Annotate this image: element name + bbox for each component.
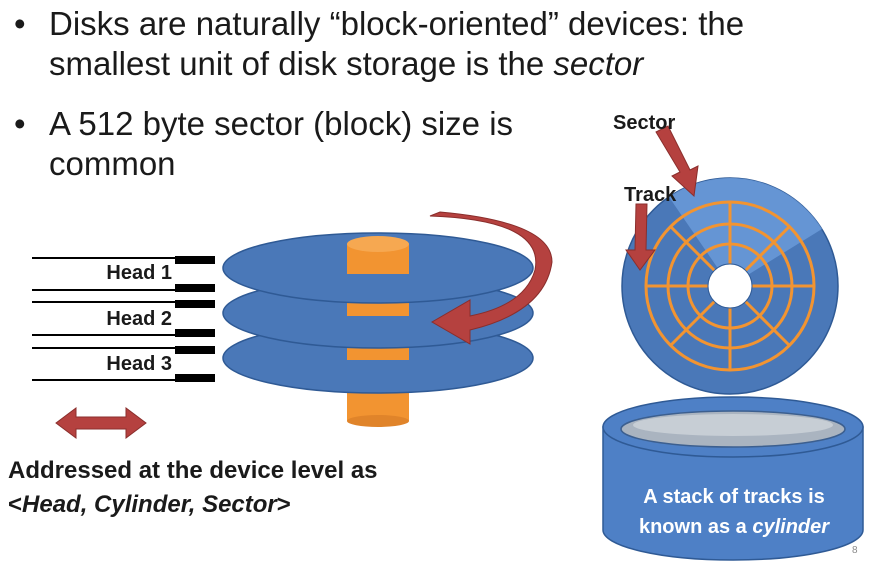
sector-label: Sector <box>613 112 676 134</box>
caption-open-bracket: < <box>8 491 23 518</box>
head-arm-2 <box>32 300 215 337</box>
page-number: 8 <box>852 545 858 556</box>
sector-lines <box>646 202 814 370</box>
disk-hole <box>707 263 753 309</box>
cylinder-caption-line-1: A stack of tracks is <box>643 486 825 508</box>
cylinder-caption: A stack of tracks is known as a cylinder <box>608 482 860 542</box>
caption-line-1: Addressed at the device level as <box>8 457 378 484</box>
bullet-text-1: Disks are naturally “block-oriented” dev… <box>49 4 744 84</box>
spindle-bottom-cap <box>347 415 409 427</box>
track-label: Track <box>624 184 677 206</box>
head-1-label: Head 1 <box>106 262 172 284</box>
bullet-1-line-1: Disks are naturally “block-oriented” dev… <box>49 5 745 42</box>
track-arrow-icon <box>625 203 656 271</box>
bullet-1-term-sector: sector <box>553 45 644 82</box>
head-3-label: Head 3 <box>106 353 172 375</box>
spindle-segment-3 <box>347 346 409 360</box>
caption-address-tuple: Head, Cylinder, Sector <box>22 491 277 518</box>
cylinder-term: cylinder <box>752 516 830 538</box>
spindle-segment-2 <box>347 302 409 316</box>
rotation-arrow <box>429 211 553 345</box>
caption-close-bracket: > <box>276 491 291 518</box>
bullet-1-line-2-text: smallest unit of disk storage is the <box>49 45 554 82</box>
bullet-marker: • <box>14 105 26 142</box>
bullet-2-line-2: common <box>49 145 176 182</box>
address-caption: Addressed at the device level as <Head, … <box>8 454 378 522</box>
bullet-marker: • <box>14 5 26 42</box>
head-arm-1 <box>32 256 215 292</box>
spindle-top-cap <box>347 236 409 252</box>
caption-line-2: <Head, Cylinder, Sector> <box>8 488 378 522</box>
cylinder-caption-line-2: known as a cylinder <box>608 512 860 542</box>
bullet-2-line-1: A 512 byte sector (block) size is <box>49 105 514 142</box>
double-arrow-icon <box>55 407 147 439</box>
sector-arrow-icon <box>655 125 699 198</box>
cylinder-opening-shine <box>633 414 833 436</box>
bullet-1-line-2: smallest unit of disk storage is the sec… <box>49 44 744 84</box>
bullet-text-2: A 512 byte sector (block) size is common <box>49 104 513 184</box>
head-arm-3 <box>32 346 215 382</box>
head-2-label: Head 2 <box>106 308 172 330</box>
cylinder-body <box>602 426 864 561</box>
cylinder-caption-text: known as a <box>638 516 753 538</box>
